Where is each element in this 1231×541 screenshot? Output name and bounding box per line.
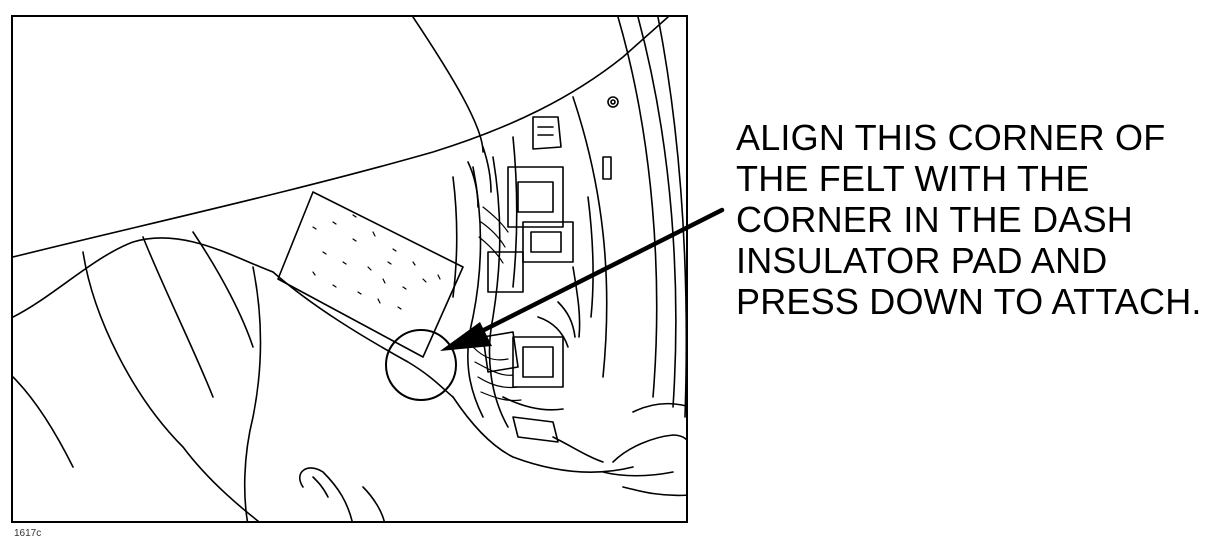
fabric-fold-2 xyxy=(142,236,214,398)
callout-line-4: INSULATOR PAD AND xyxy=(736,240,1108,281)
highlight-circle xyxy=(385,329,457,401)
connector-4 xyxy=(512,336,564,388)
hand-right xyxy=(602,402,686,497)
fabric-fold-6 xyxy=(13,376,74,468)
fabric-fold-3 xyxy=(192,231,254,348)
insulator-pad-edge xyxy=(13,237,274,318)
callout-line-1: ALIGN THIS CORNER OF xyxy=(736,117,1166,158)
dash-upper-edge xyxy=(13,17,669,258)
fabric-lower xyxy=(452,396,634,473)
callout-line-3: CORNER IN THE DASH xyxy=(736,199,1133,240)
dash-panel-curve xyxy=(412,17,484,153)
line-drawing xyxy=(13,17,686,521)
callout-line-2: THE FELT WITH THE xyxy=(736,158,1090,199)
pillar-line-1 xyxy=(617,17,658,398)
hand-bottom xyxy=(299,467,385,521)
pillar-line-4 xyxy=(572,96,608,378)
fabric-fold-5 xyxy=(272,271,454,398)
fabric-fold-4 xyxy=(243,266,262,521)
figure-id: 1617c xyxy=(14,528,42,539)
pillar-slot xyxy=(602,156,612,180)
pillar-line-2 xyxy=(637,17,677,408)
wiring-harness xyxy=(452,116,604,463)
clip xyxy=(607,96,619,108)
fabric-fold-1 xyxy=(82,251,260,521)
illustration-frame xyxy=(11,15,688,523)
connector-3 xyxy=(487,251,524,293)
callout-line-5: PRESS DOWN TO ATTACH. xyxy=(736,281,1202,322)
felt-pad xyxy=(277,191,464,358)
callout-text: ALIGN THIS CORNER OF THE FELT WITH THE C… xyxy=(736,117,1228,322)
